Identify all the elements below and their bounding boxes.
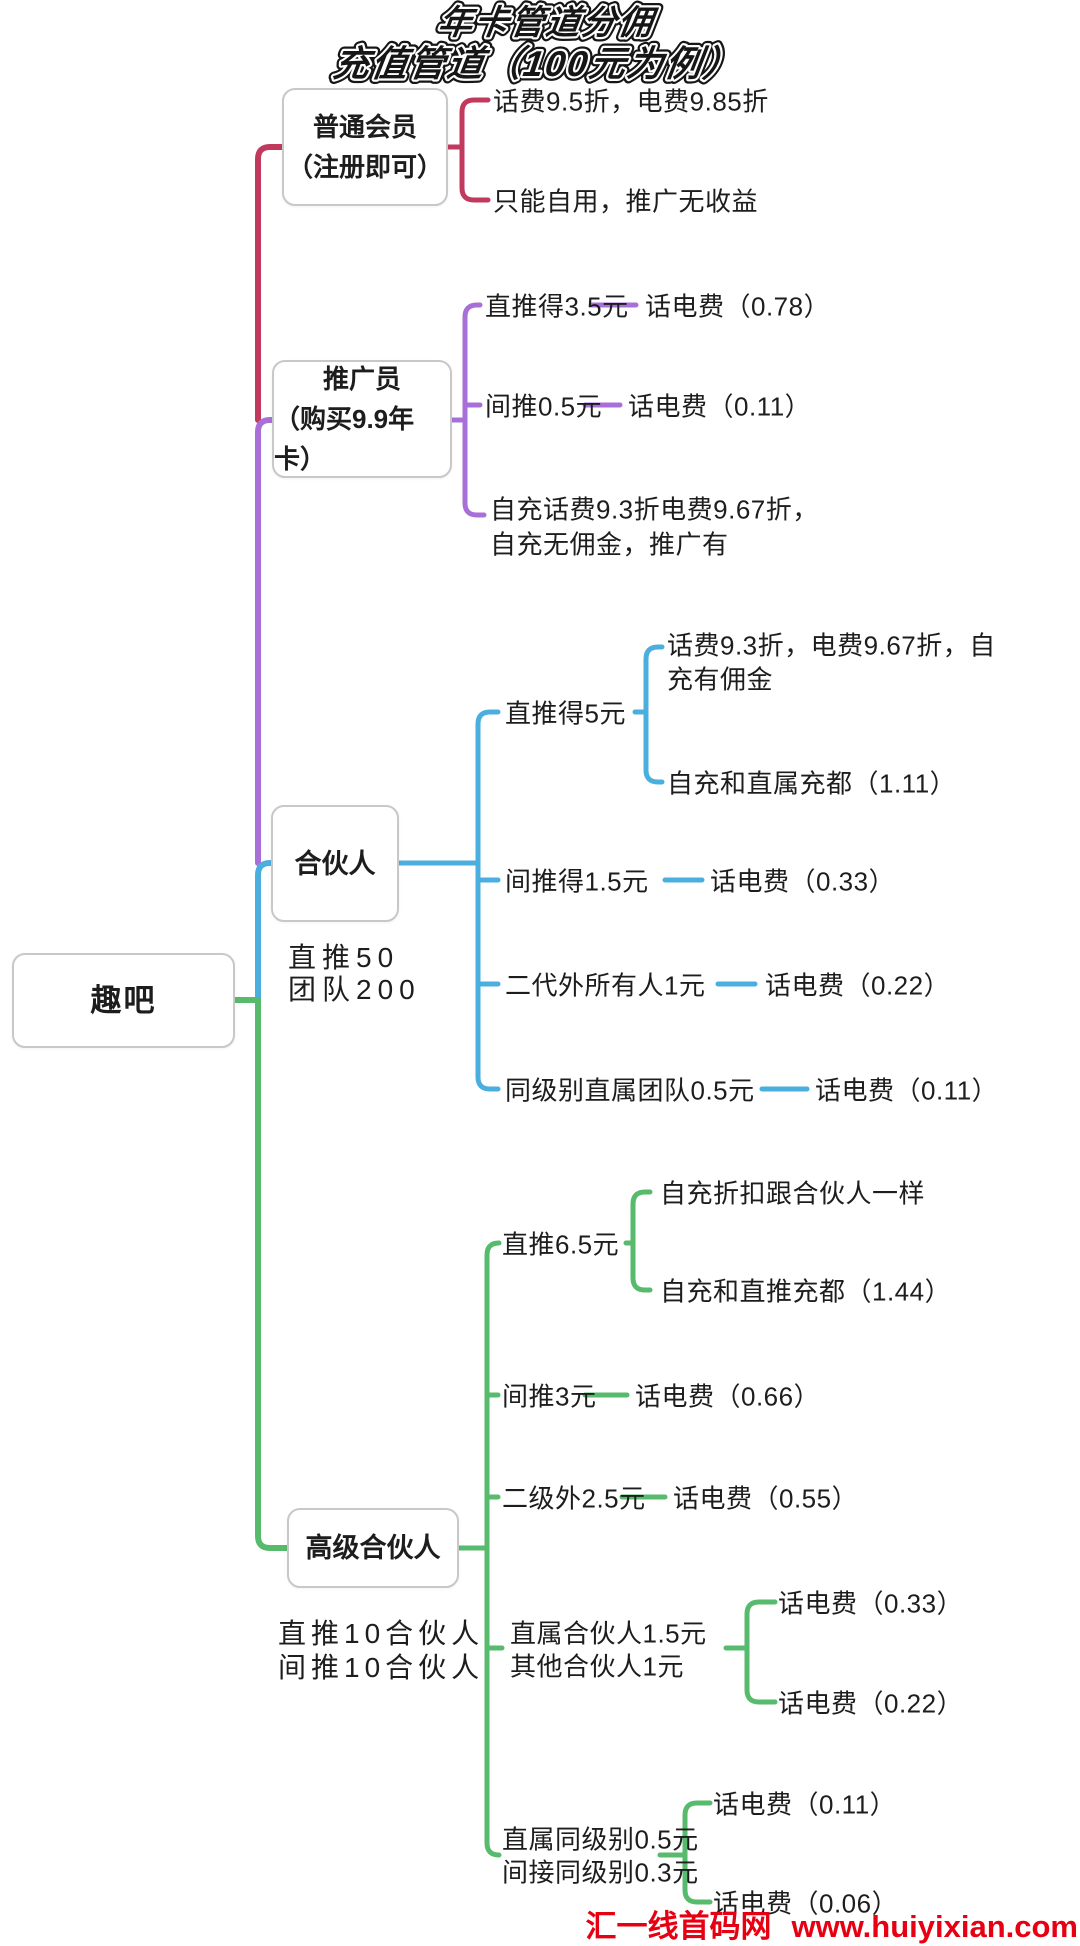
senior-subchild-label: 自充和直推充都（1.44） <box>660 1276 952 1307</box>
watermark-site-name: 汇一线首码网 <box>585 1909 772 1944</box>
partner-subchild-line2: 充有佣金 <box>667 664 774 695</box>
connector <box>255 417 279 866</box>
watermark-url: www.huiyixian.com <box>791 1909 1078 1944</box>
connector <box>459 97 491 203</box>
senior-child-leaf: 话电费（0.06） <box>713 1888 899 1919</box>
promoter-node-line2: （购买9.9年卡） <box>274 404 415 474</box>
senior-node: 高级合伙人 <box>287 1508 459 1588</box>
promoter-node-line1: 推广员 <box>322 364 401 394</box>
senior-child-leaf: 话电费（0.66） <box>635 1381 821 1412</box>
promoter-child-leaf: 话电费（0.11） <box>628 391 812 422</box>
root-node: 趣吧 <box>12 953 235 1048</box>
senior-child-leaf: 话电费（0.55） <box>673 1483 859 1514</box>
senior-caption-line1: 直推10合伙人 <box>278 1618 485 1649</box>
senior-child-label: 二级外2.5元 <box>502 1483 646 1514</box>
connector <box>682 1800 713 1905</box>
member-child-label: 只能自用，推广无收益 <box>493 186 759 217</box>
senior-child-label: 直推6.5元 <box>502 1229 620 1260</box>
connector <box>484 1240 502 1858</box>
senior-child-label: 直属合伙人1.5元 <box>510 1618 707 1649</box>
member-node-line2: （注册即可） <box>286 152 443 182</box>
connector <box>744 1599 778 1705</box>
promoter-child-label: 间推0.5元 <box>485 391 603 422</box>
senior-child-leaf: 话电费（0.22） <box>778 1688 964 1719</box>
senior-node-label: 高级合伙人 <box>305 1533 441 1563</box>
partner-subchild-line1: 话费9.3折，电费9.67折，自 <box>667 630 996 661</box>
title-line2: 充值管道（100元为例） <box>331 43 745 84</box>
promoter-child-leaf: 话电费（0.78） <box>645 291 831 322</box>
partner-node: 合伙人 <box>271 805 399 922</box>
connector <box>232 997 292 1551</box>
connector <box>643 644 665 785</box>
promoter-branch-lines <box>255 302 639 866</box>
senior-child-label: 直属同级别0.5元 <box>502 1824 699 1855</box>
partner-caption-line1: 直推50 <box>288 942 400 973</box>
senior-child-label: 其他合伙人1元 <box>510 1651 684 1682</box>
promoter-child-label: 自充话费9.3折电费9.67折， <box>490 494 819 525</box>
senior-child-leaf: 话电费（0.11） <box>713 1789 897 1820</box>
watermark: 汇一线首码网 www.huiyixian.com <box>585 1901 1078 1946</box>
partner-subchild-label: 自充和直属充都（1.11） <box>667 768 957 799</box>
title-line1-outline: 年卡管道分佣 <box>436 4 660 42</box>
member-node-line1: 普通会员 <box>312 112 417 142</box>
promoter-child-label: 自充无佣金，推广有 <box>490 529 729 560</box>
connector <box>255 860 278 1003</box>
diagram-title: 年卡管道分佣 年卡管道分佣 充值管道（100元为例） 充值管道（100元为例） <box>326 0 749 88</box>
promoter-node: 推广员 （购买9.9年卡） <box>272 360 452 478</box>
partner-branch-lines <box>255 644 810 1092</box>
partner-child-label: 同级别直属团队0.5元 <box>505 1075 755 1106</box>
promoter-child-label: 直推得3.5元 <box>485 291 629 322</box>
connector <box>255 144 286 423</box>
member-node: 普通会员 （注册即可） <box>282 88 448 206</box>
senior-child-label: 间推3元 <box>502 1381 597 1412</box>
partner-child-leaf: 话电费（0.33） <box>710 866 896 897</box>
member-branch-lines <box>255 97 491 423</box>
partner-child-label: 直推得5元 <box>505 698 626 729</box>
title-line1: 年卡管道分佣 <box>436 4 660 42</box>
senior-child-leaf: 话电费（0.33） <box>778 1588 964 1619</box>
partner-child-leaf: 话电费（0.22） <box>765 970 951 1001</box>
partner-child-label: 间推得1.5元 <box>505 866 649 897</box>
connector <box>462 302 487 518</box>
senior-child-label: 间接同级别0.3元 <box>502 1857 699 1888</box>
member-child-label: 话费9.5折，电费9.85折 <box>493 86 769 117</box>
root-node-label: 趣吧 <box>90 982 157 1018</box>
partner-node-label: 合伙人 <box>294 848 376 879</box>
title-line2-outline: 充值管道（100元为例） <box>331 43 745 84</box>
senior-subchild-label: 自充折扣跟合伙人一样 <box>660 1178 926 1209</box>
connector <box>630 1189 653 1293</box>
partner-child-label: 二代外所有人1元 <box>505 970 706 1001</box>
senior-branch-lines <box>232 997 778 1905</box>
senior-caption-line2: 间推10合伙人 <box>278 1652 485 1683</box>
partner-caption-line2: 团队200 <box>288 974 421 1005</box>
title-group: 年卡管道分佣 年卡管道分佣 充值管道（100元为例） 充值管道（100元为例） <box>326 0 749 88</box>
connector <box>475 709 501 1092</box>
partner-child-leaf: 话电费（0.11） <box>815 1075 999 1106</box>
